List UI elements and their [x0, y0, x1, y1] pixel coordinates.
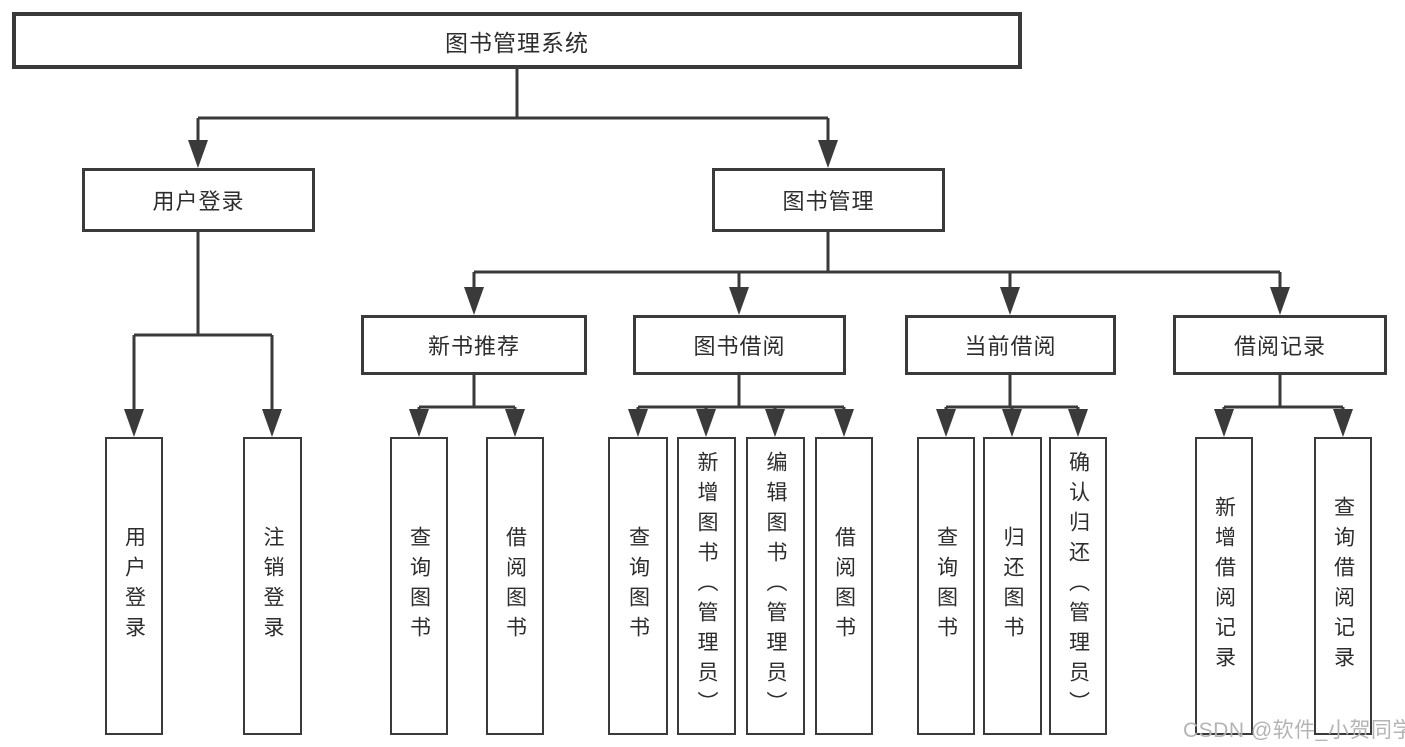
leaf-newbook-borrow-books-label: 借阅图书 [503, 526, 527, 646]
node-user-login: 用户登录 [82, 168, 315, 232]
leaf-borrowing-edit-books-admin-label: 编辑图书（管理员） [764, 451, 787, 721]
leaf-current-confirm-return-admin: 确认归还（管理员） [1049, 437, 1107, 735]
node-user-login-label: 用户登录 [152, 189, 245, 214]
node-book-management: 图书管理 [712, 168, 945, 232]
node-current-borrowing: 当前借阅 [905, 315, 1116, 375]
leaf-newbook-query-books: 查询图书 [390, 437, 448, 735]
node-book-borrowing: 图书借阅 [633, 315, 846, 375]
node-borrow-records: 借阅记录 [1173, 315, 1387, 375]
leaf-borrowing-borrow-books-label: 借阅图书 [832, 526, 856, 646]
leaf-records-add-borrow-record-label: 新增借阅记录 [1212, 496, 1236, 676]
leaf-current-return-books-label: 归还图书 [1001, 526, 1024, 646]
leaf-current-confirm-return-admin-label: 确认归还（管理员） [1066, 451, 1090, 721]
leaf-logout: 注销登录 [243, 437, 302, 735]
leaf-logout-label: 注销登录 [261, 526, 284, 646]
leaf-records-query-borrow-record: 查询借阅记录 [1314, 437, 1372, 735]
leaf-newbook-query-books-label: 查询图书 [407, 526, 431, 646]
node-root: 图书管理系统 [12, 12, 1022, 69]
node-root-label: 图书管理系统 [445, 29, 589, 56]
leaf-user-login-label: 用户登录 [122, 526, 146, 646]
leaf-borrowing-add-books-admin: 新增图书（管理员） [677, 437, 736, 735]
node-new-book-recommend: 新书推荐 [361, 315, 587, 375]
leaf-borrowing-edit-books-admin: 编辑图书（管理员） [746, 437, 805, 735]
leaf-current-query-books: 查询图书 [917, 437, 975, 735]
leaf-current-query-books-label: 查询图书 [934, 526, 958, 646]
node-borrow-records-label: 借阅记录 [1233, 334, 1326, 359]
leaf-borrowing-query-books: 查询图书 [608, 437, 668, 735]
csdn-watermark: CSDN @软件_小贺同学 [1183, 719, 1405, 742]
leaf-user-login: 用户登录 [105, 437, 163, 735]
leaf-borrowing-borrow-books: 借阅图书 [815, 437, 873, 735]
node-book-management-label: 图书管理 [782, 189, 875, 214]
leaf-borrowing-query-books-label: 查询图书 [626, 526, 650, 646]
leaf-borrowing-add-books-admin-label: 新增图书（管理员） [695, 451, 718, 721]
leaf-records-query-borrow-record-label: 查询借阅记录 [1331, 496, 1355, 676]
leaf-newbook-borrow-books: 借阅图书 [486, 437, 544, 735]
leaf-records-add-borrow-record: 新增借阅记录 [1195, 437, 1253, 735]
leaf-current-return-books: 归还图书 [983, 437, 1042, 735]
node-book-borrowing-label: 图书借阅 [693, 334, 786, 359]
node-current-borrowing-label: 当前借阅 [964, 334, 1057, 359]
node-new-book-recommend-label: 新书推荐 [427, 334, 520, 359]
